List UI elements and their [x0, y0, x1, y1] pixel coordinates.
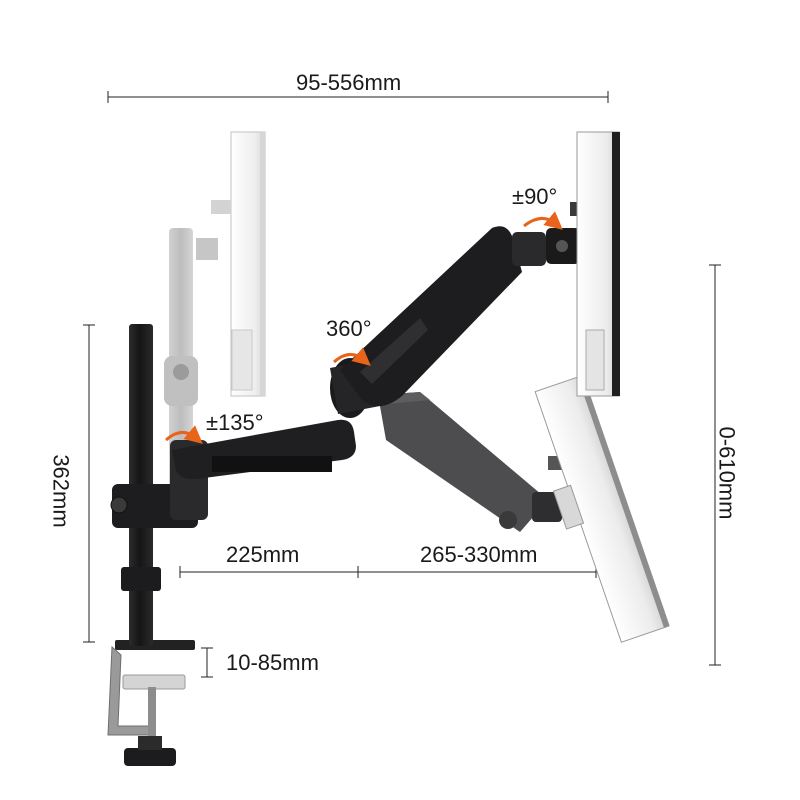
- vertical-range-label: 0-610mm: [714, 426, 740, 520]
- elbow-rotation-label: 360°: [326, 316, 372, 341]
- elbow-rotation-icon: [333, 347, 371, 366]
- pole-height-label: 362mm: [48, 454, 74, 528]
- base-rotation-icon: [165, 425, 203, 444]
- desk-clamp: [107, 640, 195, 766]
- upper-arm-raised: [340, 202, 582, 407]
- monitor-tilted: [534, 374, 670, 643]
- clamp-range-label: 10-85mm: [226, 650, 319, 675]
- lower-arm-length-label: 225mm: [226, 542, 300, 567]
- upper-arm-lowered: [378, 392, 562, 532]
- base-rotation-label: ±135°: [206, 410, 264, 435]
- dimension-lines: [83, 91, 721, 678]
- upper-arm-length-label: 265-330mm: [420, 542, 538, 567]
- rotation-arrows: [165, 211, 563, 444]
- tilt-rotation-icon: [523, 211, 563, 230]
- monitor-upright: [576, 131, 620, 397]
- ghost-arm-position: [164, 131, 266, 488]
- tilt-angle-label: ±90°: [512, 184, 558, 209]
- total-reach-label: 95-556mm: [296, 70, 402, 95]
